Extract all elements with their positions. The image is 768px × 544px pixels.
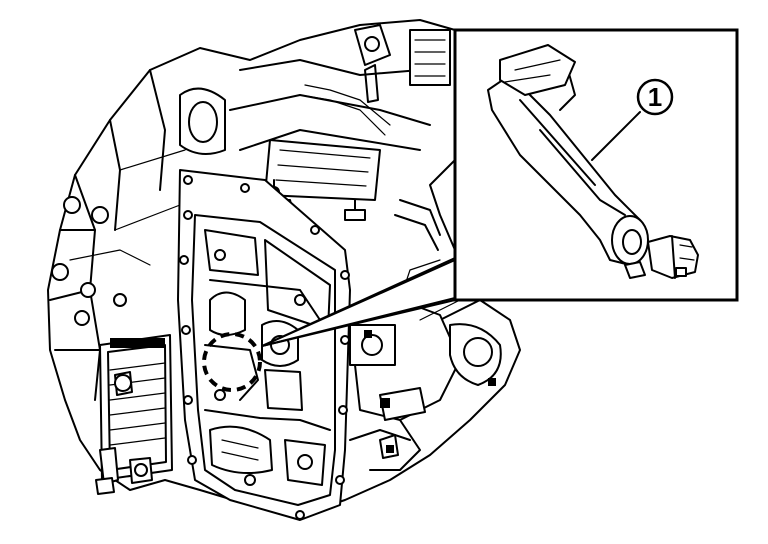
callout-number: 1 <box>648 82 662 112</box>
detail-inset: 1 <box>453 28 739 302</box>
bell-housing <box>49 69 216 401</box>
right-housing <box>349 259 502 471</box>
highlight-circle <box>202 332 262 392</box>
callout-leader <box>591 111 641 161</box>
callout-1: 1 <box>591 78 674 161</box>
inset-component <box>487 44 699 279</box>
oil-cooler <box>95 334 173 495</box>
callout-circle <box>636 78 674 116</box>
